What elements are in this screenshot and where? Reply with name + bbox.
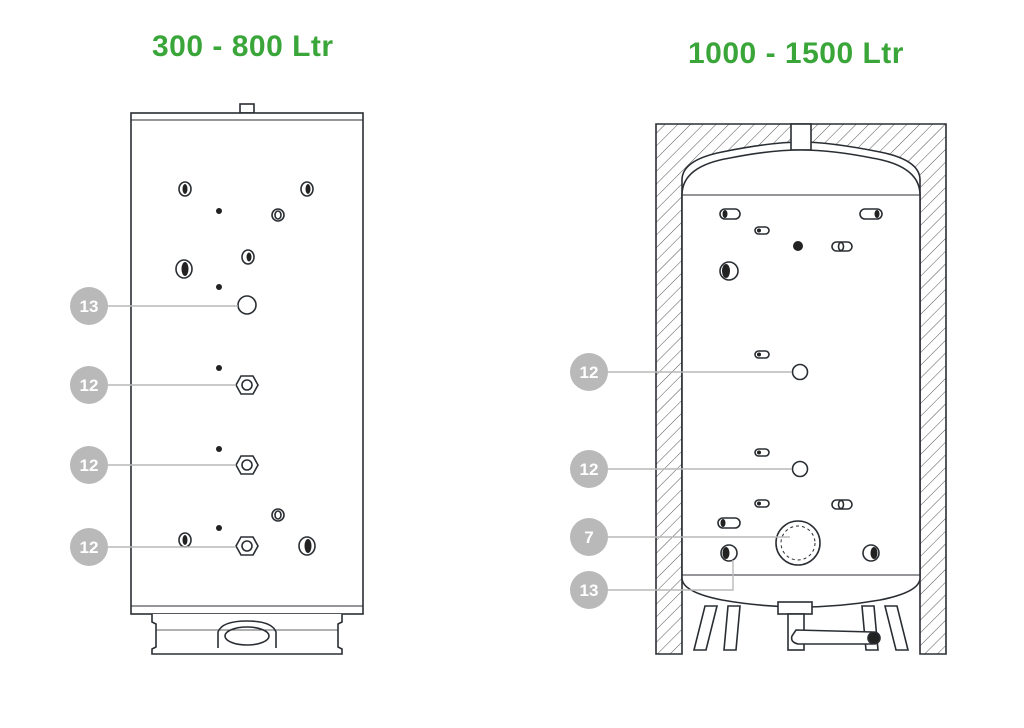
left-tank-body bbox=[130, 112, 364, 615]
right-tank-ports bbox=[717, 208, 883, 562]
svg-text:12: 12 bbox=[580, 363, 599, 382]
right-callout-badge-12b: 12 bbox=[570, 450, 608, 488]
right-tank-legs bbox=[692, 605, 910, 651]
svg-text:13: 13 bbox=[80, 297, 99, 316]
left-callout-badge-13: 13 bbox=[70, 287, 108, 325]
right-callout-badge-13: 13 bbox=[570, 571, 608, 609]
left-tank-title: 300 - 800 Ltr bbox=[152, 30, 334, 63]
left-tank-hex-nuts bbox=[235, 375, 259, 556]
right-tank-title: 1000 - 1500 Ltr bbox=[688, 37, 904, 70]
svg-text:13: 13 bbox=[580, 581, 599, 600]
left-callout-badge-12b: 12 bbox=[70, 446, 108, 484]
right-tank-manhole bbox=[775, 520, 821, 566]
svg-text:12: 12 bbox=[580, 460, 599, 479]
left-tank-base-foot bbox=[217, 620, 277, 648]
svg-text:12: 12 bbox=[80, 456, 99, 475]
left-tank-base-oval bbox=[224, 626, 270, 646]
left-callout-badge-12a: 12 bbox=[70, 366, 108, 404]
svg-text:12: 12 bbox=[80, 538, 99, 557]
right-callout-lines bbox=[605, 371, 792, 591]
left-tank bbox=[130, 103, 364, 655]
left-tank-ports bbox=[175, 181, 316, 556]
right-callout-badge-7: 7 bbox=[570, 518, 608, 556]
svg-text:12: 12 bbox=[80, 376, 99, 395]
right-tank-drain bbox=[777, 601, 881, 651]
left-tank-top-nozzle bbox=[239, 103, 255, 114]
svg-text:7: 7 bbox=[584, 528, 593, 547]
right-callout-badge-12a: 12 bbox=[570, 353, 608, 391]
left-callout-badge-12c: 12 bbox=[70, 528, 108, 566]
right-tank bbox=[655, 123, 947, 655]
right-tank-top-nozzle bbox=[790, 123, 812, 151]
left-callout-lines bbox=[105, 305, 238, 548]
